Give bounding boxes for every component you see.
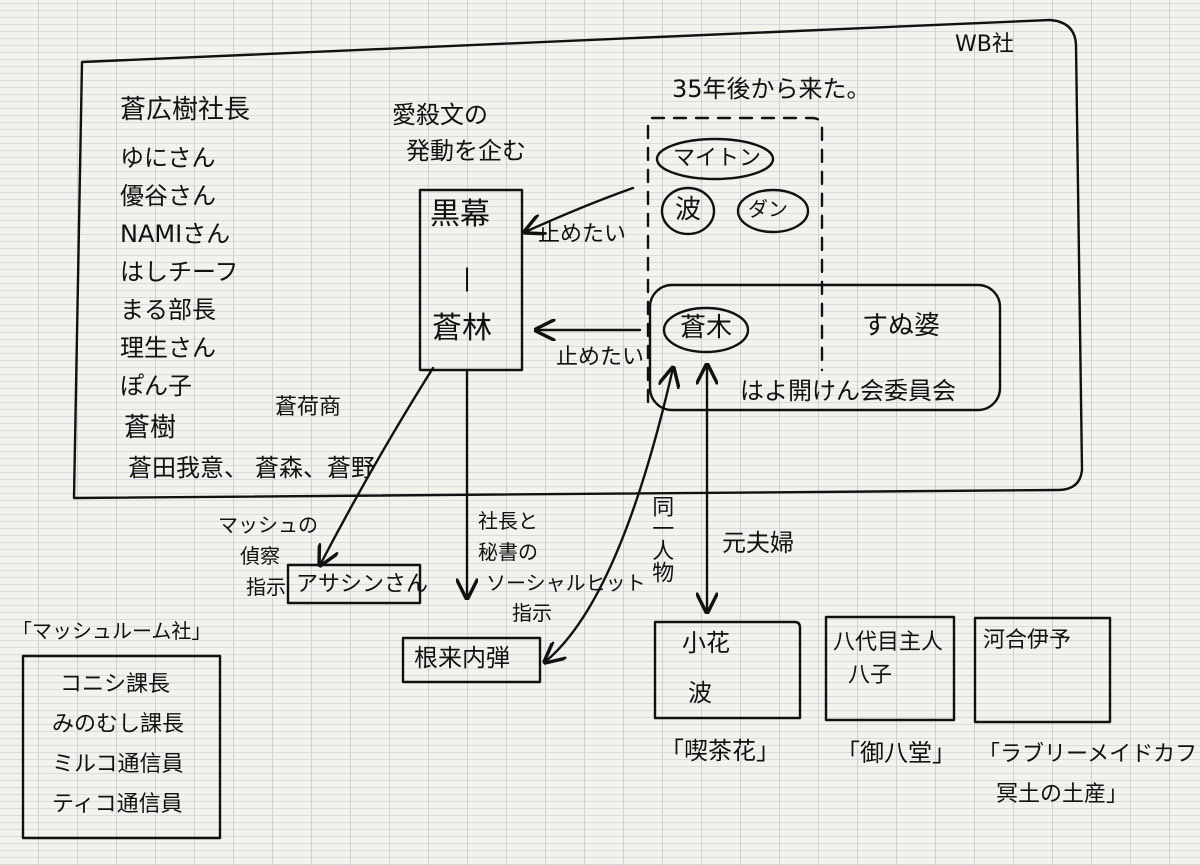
nemoto-label: 根来内弾 xyxy=(414,644,510,672)
mushroom-member: みのむし課長 xyxy=(52,712,185,737)
dan-oval xyxy=(736,188,810,234)
nami-oval xyxy=(660,186,716,236)
assassin-box xyxy=(286,563,422,605)
investigate-label: 偵察 xyxy=(240,544,280,568)
wb-member: ゆにさん xyxy=(120,144,216,172)
wb-member: 蒼広樹社長 xyxy=(120,95,251,125)
social-hit-label: 社長と xyxy=(478,509,538,533)
arrow-same-person xyxy=(545,368,673,662)
cafe-member: 八子 xyxy=(848,663,893,688)
same-person-label: 同一人物 xyxy=(648,495,674,583)
kuromaku-box xyxy=(418,188,524,372)
future-member: 波 xyxy=(675,195,702,225)
wb-company-label: WB社 xyxy=(955,32,1014,57)
wb-member: まる部長 xyxy=(120,296,216,324)
committee-box xyxy=(648,283,1002,412)
cafe-member: 河合伊予 xyxy=(983,628,1072,653)
wb-extra-member: 蒼荷商 xyxy=(275,395,342,420)
kuromaku-separator: | xyxy=(463,264,472,292)
wb-member-row: 蒼森、蒼野 xyxy=(255,454,375,482)
wb-company-frame xyxy=(72,18,1084,500)
mushroom-member: ミルコ通信員 xyxy=(52,752,184,777)
wb-member: ぽん子 xyxy=(120,372,192,400)
wb-member-row: 蒼田我意、 xyxy=(128,454,248,482)
future-group-frame xyxy=(646,116,824,412)
aoki-oval xyxy=(662,306,750,354)
future-member: ダン xyxy=(748,197,788,221)
future-member: マイトン xyxy=(673,146,762,171)
mushroom-company-label: 「マッシュルーム社」 xyxy=(12,619,212,643)
maiton-oval xyxy=(655,137,775,181)
stop-label: 止めたい xyxy=(556,345,645,370)
cafe-label: 冥土の土産」 xyxy=(996,782,1129,807)
kuromaku-caption: 愛殺文の xyxy=(392,101,488,129)
social-hit-label: ソーシャルヒット xyxy=(486,571,646,595)
social-hit-label: 指示 xyxy=(512,601,552,625)
nemoto-box xyxy=(401,636,542,684)
wb-member: 優谷さん xyxy=(120,182,216,210)
wb-member: はしチーフ xyxy=(120,258,239,286)
committee-other: すぬ婆 xyxy=(862,311,941,341)
cafe-box-1 xyxy=(653,620,802,720)
cafe-box-3 xyxy=(973,616,1112,724)
ex-couple-label: 元夫婦 xyxy=(722,529,794,557)
wb-member: 理生さん xyxy=(120,334,216,362)
committee-name: はよ開けん会委員会 xyxy=(740,377,956,405)
cafe-member: 波 xyxy=(688,679,712,707)
kuromaku-caption: 発動を企む xyxy=(406,137,526,165)
mushroom-member: コニシ課長 xyxy=(60,672,171,697)
arrow-to-assassin xyxy=(320,366,435,565)
cafe-member: 小花 xyxy=(682,629,730,657)
mushroom-member: ティコ通信員 xyxy=(52,792,183,817)
assassin-label: アサシンさん xyxy=(296,572,429,597)
cafe-box-2 xyxy=(824,615,956,722)
arrow-stop-kuromaku xyxy=(525,186,635,232)
wb-member: NAMIさん xyxy=(120,220,231,248)
investigate-label: マッシュの xyxy=(218,513,318,537)
cafe-member: 八代目主人 xyxy=(833,630,944,655)
cafe-label: 「ラブリーメイドカフェ xyxy=(978,742,1200,767)
wb-member: 蒼樹 xyxy=(124,413,177,443)
investigate-label: 指示 xyxy=(246,575,286,599)
future-caption: 35年後から来た。 xyxy=(672,75,871,103)
cafe-label: 「喫茶花」 xyxy=(660,737,780,765)
committee-member: 蒼木 xyxy=(680,313,733,343)
social-hit-label: 秘書の xyxy=(478,540,538,564)
kuromaku-top: 黒幕 xyxy=(430,197,490,232)
mushroom-box xyxy=(21,654,222,840)
cafe-label: 「御八堂」 xyxy=(836,739,956,767)
stop-label: 止めたい xyxy=(538,222,627,247)
kuromaku-bottom: 蒼林 xyxy=(432,311,492,346)
